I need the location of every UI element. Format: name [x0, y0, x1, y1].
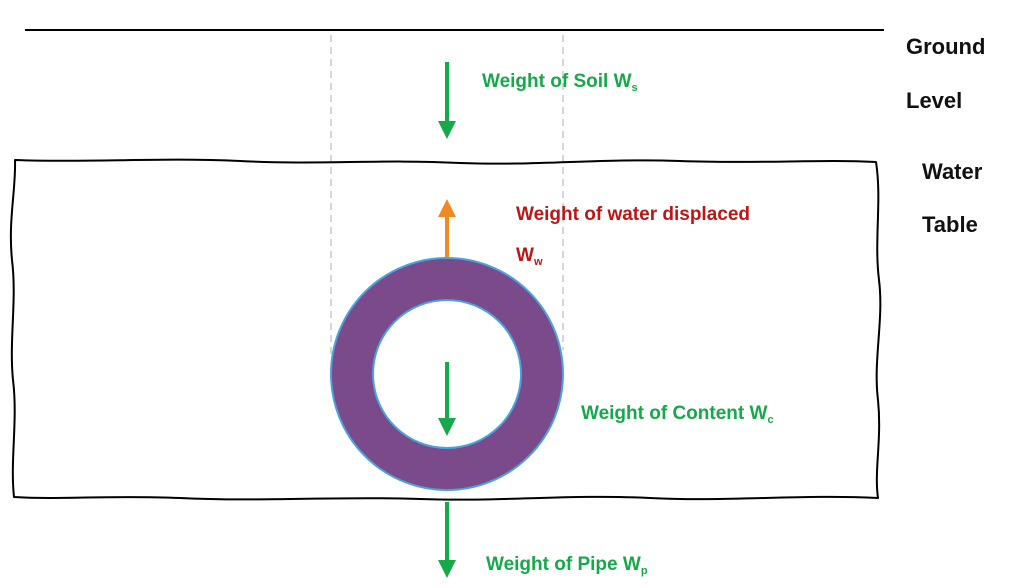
water-table-label-line1: Water [922, 159, 983, 184]
buoyancy-arrow-head [438, 199, 456, 217]
ground-level-label-line1: Ground [906, 34, 986, 59]
pipe-weight-arrow-head [438, 560, 456, 578]
content-weight-label: Weight of Content Wc [581, 403, 774, 426]
water-displaced-symbol: Ww [516, 245, 543, 268]
water-table-region [9, 158, 882, 501]
water-displaced-label: Weight of water displaced [516, 204, 751, 225]
pipe-wall [331, 258, 563, 490]
ground-level-label-line2: Level [906, 88, 963, 113]
soil-weight-label: Weight of Soil Ws [482, 71, 638, 94]
content-weight-arrow-head [438, 418, 456, 436]
soil-weight-arrow-head [438, 121, 456, 139]
pipe-outer-outline [330, 257, 564, 491]
pipe-weight-label: Weight of Pipe Wp [486, 554, 648, 577]
water-table-label-line2: Table [922, 212, 978, 237]
